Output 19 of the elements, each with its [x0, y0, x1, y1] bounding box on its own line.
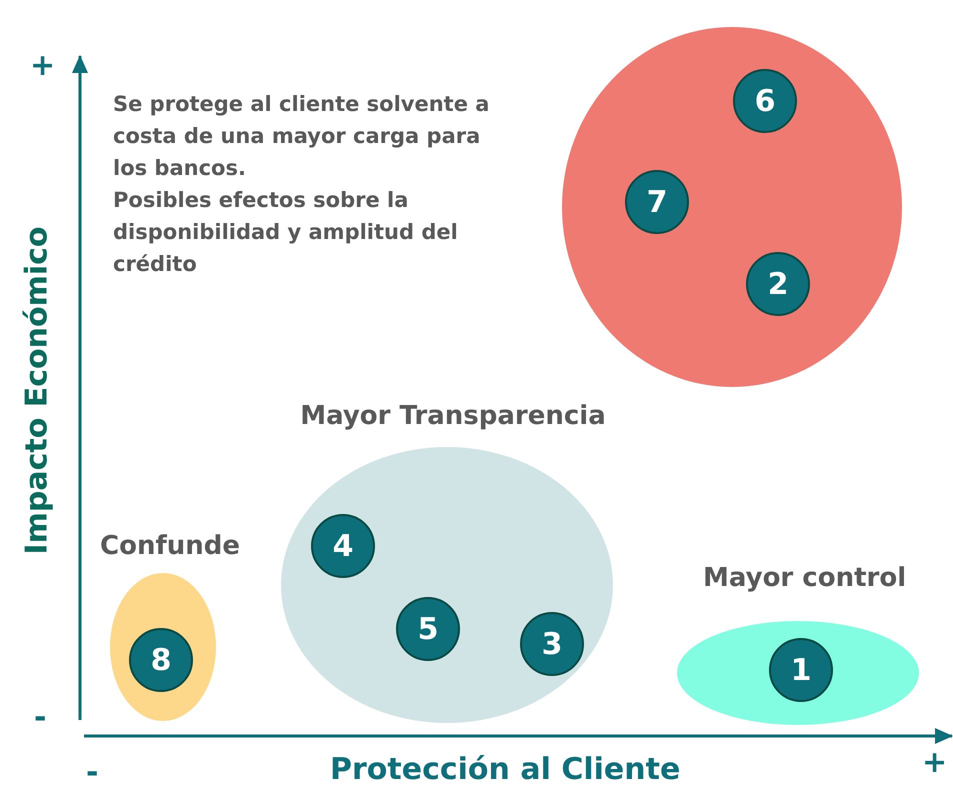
axis-end-sign: - [86, 755, 98, 786]
number-circle: 7 [625, 170, 689, 234]
axis-end-sign: + [922, 745, 948, 780]
group-heading: Mayor control [703, 563, 906, 593]
group-heading: Confunde [100, 531, 240, 561]
number-circle: 5 [396, 597, 460, 661]
number-circle: 3 [520, 612, 584, 676]
axis-end-sign: - [34, 700, 46, 735]
axis-title: Protección al Cliente [330, 752, 680, 786]
group-heading: Mayor Transparencia [299, 401, 607, 431]
number-circle: 2 [746, 252, 810, 316]
number-circle: 1 [769, 638, 833, 702]
note-text: Se protege al cliente solvente a costa de una mayor carga para los bancos. [113, 91, 490, 182]
note-text: Posibles efectos sobre la disponibilidad y amplitud del crédito [113, 187, 459, 278]
number-circle: 6 [733, 69, 797, 133]
number-circle: 8 [129, 628, 193, 692]
axis-title: Impacto Económico [20, 226, 55, 554]
axis-end-sign: + [30, 48, 56, 83]
number-circle: 4 [311, 514, 375, 578]
